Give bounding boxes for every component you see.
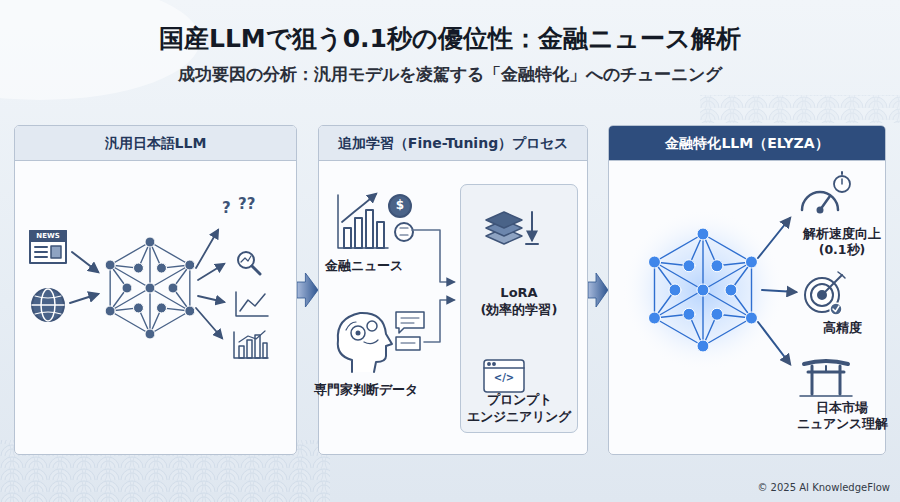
code-window-icon: [484, 360, 524, 392]
speedometer-icon: [802, 172, 850, 213]
output-label: 高精度: [823, 320, 862, 336]
output-label: 解析速度向上 (0.1秒): [794, 226, 890, 257]
method-label: LoRA (効率的学習): [467, 285, 571, 319]
input-label: 金融ニュース: [325, 258, 403, 274]
stage-panel: 汎用日本語LLM: [14, 125, 297, 455]
specialized-network: [649, 228, 758, 352]
neural-network: [105, 237, 195, 339]
question-mark: ?: [222, 199, 231, 218]
line-chart-icon: [236, 292, 268, 316]
magnifier-icon: [238, 252, 260, 274]
input-arrow: [72, 252, 98, 272]
method-label: プロンプト エンジニアリング: [467, 392, 571, 426]
icon-text: $: [396, 198, 404, 213]
target-icon: [805, 272, 845, 315]
bar-chart-icon: [234, 331, 268, 358]
flow-arrow: [588, 273, 608, 307]
wave-pattern: [700, 95, 900, 123]
globe-icon: [32, 289, 64, 321]
torii-icon: [800, 361, 852, 396]
question-mark: ??: [238, 195, 255, 214]
chat-bubbles: [396, 312, 424, 350]
expert-head-icon: [338, 313, 392, 372]
panel-header: 金融特化LLM（ELYZA）: [609, 126, 885, 161]
input-label: 専門家判断データ: [314, 382, 418, 398]
flow-arrow: [297, 273, 318, 307]
panel-fill: [14, 125, 297, 455]
output-arrows: [758, 218, 796, 364]
output-label: 日本市場 ニュアンス理解: [794, 400, 890, 431]
icon-text: </>: [494, 372, 514, 385]
method-box: LoRA (効率的学習) プロンプト エンジニアリング: [460, 184, 578, 433]
finance-chart-icon: [338, 194, 413, 248]
subtitle: 成功要因の分析：汎用モデルを凌駕する「金融特化」へのチューニング: [178, 64, 722, 85]
feed-line: [412, 230, 454, 282]
glow: [621, 208, 785, 372]
feed-line: [424, 300, 454, 342]
title: 国産LLMで狙う0.1秒の優位性：金融ニュース解析: [0, 22, 900, 55]
input-arrow: [70, 294, 98, 303]
panel-fill: [318, 125, 588, 455]
panel-fill: [460, 184, 578, 433]
lora-layers-icon: [486, 212, 538, 244]
news-icon: [30, 231, 66, 263]
icon-text: NEWS: [36, 232, 59, 241]
panel-header: 汎用日本語LLM: [15, 126, 296, 161]
output-arrows: [196, 230, 224, 338]
stage-panel: 追加学習（Fine-Tuning）プロセス LoRA (効率的学習) プロンプト エ…: [318, 125, 588, 455]
panel-header: 追加学習（Fine-Tuning）プロセス: [319, 126, 587, 161]
watermark: © 2025 AI KnowledgeFlow: [757, 482, 890, 495]
